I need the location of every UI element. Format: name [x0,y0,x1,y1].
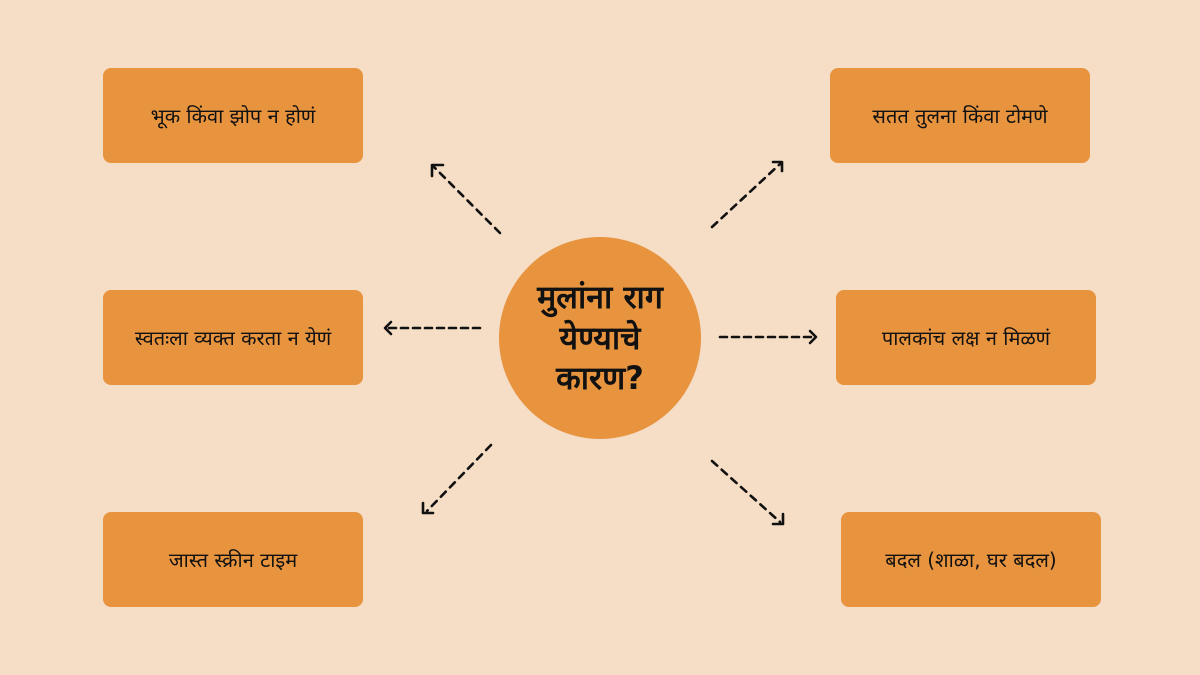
dashed-arrow-top-left [430,163,502,235]
dashed-arrow-middle-right [718,329,818,345]
cause-node-middle-right: पालकांच लक्ष न मिळणं [836,290,1096,385]
dashed-arrow-middle-left [383,320,482,336]
cause-label: सतत तुलना किंवा टोमणे [872,103,1048,128]
cause-node-bottom-right: बदल (शाळा, घर बदल) [841,512,1101,607]
cause-node-top-left: भूक किंवा झोप न होणं [103,68,363,163]
dashed-arrow-bottom-right [710,459,785,526]
cause-node-top-right: सतत तुलना किंवा टोमणे [830,68,1090,163]
cause-label: बदल (शाळा, घर बदल) [885,547,1057,572]
cause-node-bottom-left: जास्त स्क्रीन टाइम [103,512,363,607]
cause-label: जास्त स्क्रीन टाइम [168,547,298,572]
cause-label: भूक किंवा झोप न होणं [150,103,316,128]
central-title-line-1: मुलांना राग [537,277,663,316]
dashed-arrow-bottom-left [421,443,493,515]
dashed-arrow-top-right [710,160,784,229]
cause-node-middle-left: स्वतःला व्यक्त करता न येणं [103,290,363,385]
cause-label: स्वतःला व्यक्त करता न येणं [134,325,332,350]
central-question-node: मुलांना राग येण्याचे कारण? [499,237,701,439]
cause-label: पालकांच लक्ष न मिळणं [881,325,1051,350]
central-title-line-2: येण्याचे [559,318,641,357]
central-title-line-3: कारण? [556,359,644,398]
